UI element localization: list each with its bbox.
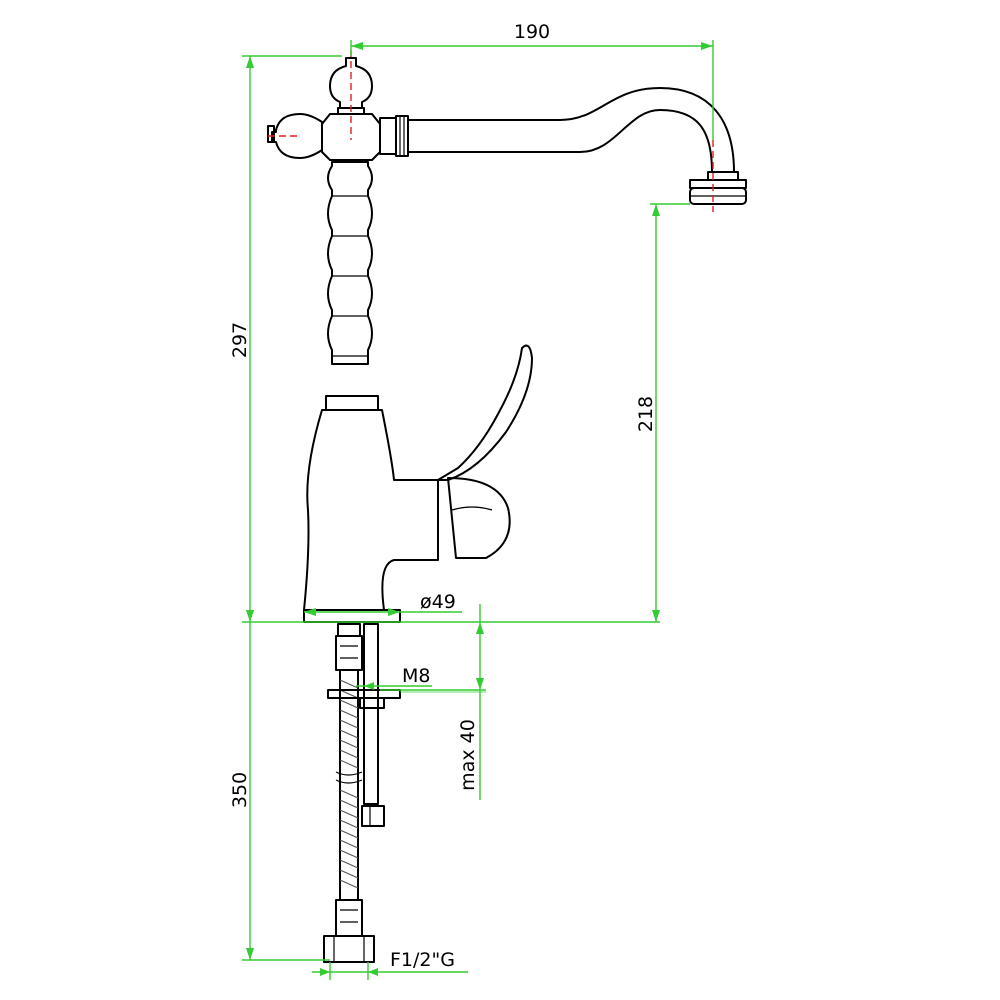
hose-bottom-fitting [335,899,363,937]
mounting-bracket [359,697,385,709]
dim-connection: F1/2"G [390,949,455,971]
lever-hub [447,477,511,559]
mixer-body [303,409,439,611]
dim-max-thickness: max 40 [457,719,479,791]
dim-thread: M8 [402,665,430,687]
dim-total-height: 297 [229,322,251,358]
fixing-nut [361,805,385,827]
aerator-ring [689,179,747,189]
spout-arm [407,87,735,173]
spout-coupling [379,117,397,155]
center-axes [268,50,714,212]
hose-top-fitting [335,635,363,671]
dim-hose-length: 350 [229,772,251,808]
beaded-column [327,161,373,365]
spout-nut [395,115,409,157]
side-knob-cap [267,125,275,143]
installation-parts [323,623,401,963]
dimension-lines [242,40,714,980]
dim-base-diameter: ø49 [420,591,456,613]
faucet-outline [267,57,747,623]
hose-connection-nut [323,935,375,963]
hose-top-nut [337,623,361,637]
dim-spout-height: 218 [635,396,657,432]
side-knob [271,113,323,159]
column-collar [325,395,379,411]
threaded-rod [363,623,379,805]
lever-handle [437,344,533,481]
dim-spout-reach: 190 [514,21,550,43]
